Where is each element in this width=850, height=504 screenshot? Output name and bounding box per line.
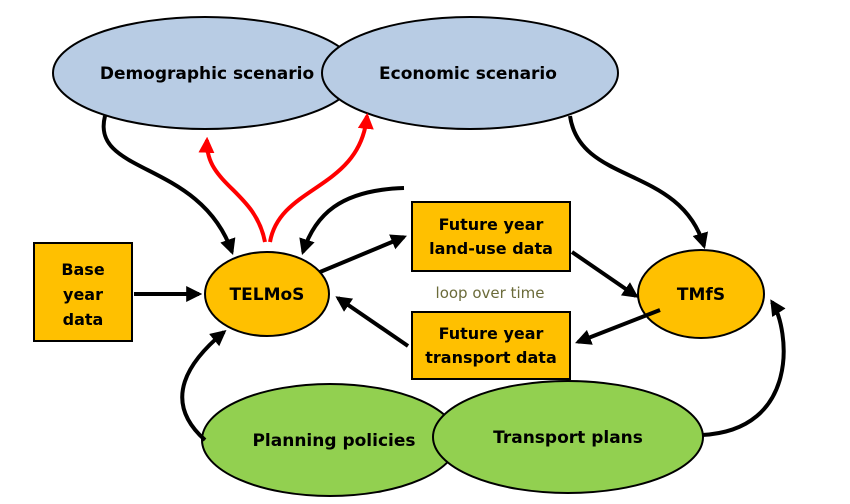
economic-scenario-label: Economic scenario: [379, 64, 557, 84]
loop-over-time-annotation: loop over time: [436, 284, 545, 302]
feedback-arrow-to-economic: [268, 112, 374, 243]
future-landuse-label-line1: Future year: [439, 215, 544, 234]
transport-plans-node: [432, 380, 704, 494]
tmfs-label: TMfS: [677, 285, 725, 305]
arrow-telmos-to-landuse: [319, 234, 407, 274]
feedback-arrow-to-demographic: [198, 136, 267, 243]
arrow-tmfs-to-transport: [575, 308, 661, 345]
arrow-demographic-to-telmos: [101, 115, 236, 256]
base-year-label-line2: year: [63, 285, 103, 304]
planning-policies-label: Planning policies: [252, 431, 415, 451]
future-transport-label-line1: Future year: [439, 324, 544, 343]
arrow-transport-plans-to-tmfs: [701, 299, 786, 437]
telmos-node: [204, 251, 330, 337]
telmos-label: TELMoS: [230, 285, 305, 305]
base-year-data-box: [33, 242, 133, 342]
base-year-label-line3: data: [63, 310, 104, 329]
demographic-scenario-label: Demographic scenario: [100, 64, 314, 84]
future-landuse-label-line2: land-use data: [429, 239, 553, 258]
future-transport-label-line2: transport data: [425, 348, 557, 367]
future-transport-box: [411, 311, 571, 380]
transport-plans-label: Transport plans: [493, 428, 643, 448]
arrow-economic-to-tmfs: [568, 115, 709, 250]
arrow-transport-to-telmos: [335, 296, 410, 348]
future-landuse-box: [411, 201, 571, 272]
arrow-landuse-to-tmfs: [570, 250, 639, 298]
base-year-label-line1: Base: [61, 260, 105, 279]
arrow-economic-to-telmos: [299, 186, 405, 256]
arrow-planning-to-telmos: [180, 329, 227, 442]
economic-scenario-node: [321, 16, 619, 130]
